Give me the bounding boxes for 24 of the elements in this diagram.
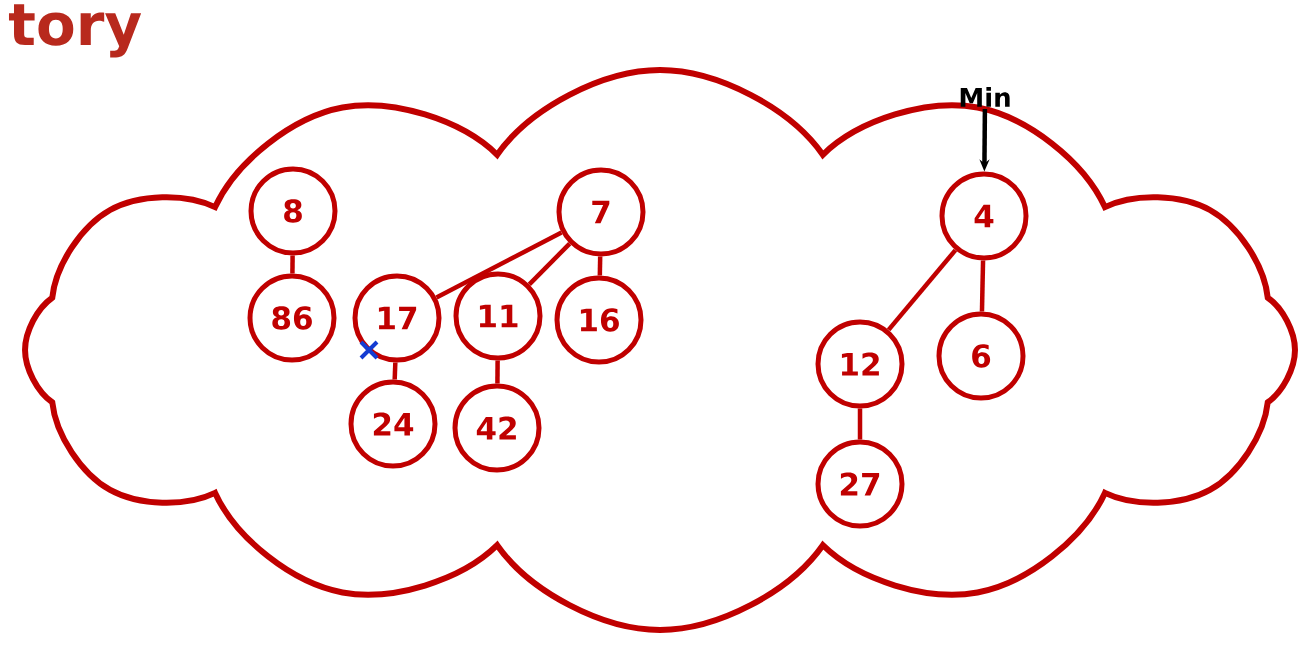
heap-node: 16	[554, 275, 644, 365]
tree-edge	[392, 362, 398, 380]
heap-node: 27	[815, 439, 905, 529]
heap-node: 86	[247, 273, 337, 363]
heap-node: 8	[248, 166, 338, 256]
heap-node: 4	[939, 171, 1029, 261]
title: tory	[9, 4, 142, 58]
heap-node: 7	[556, 167, 646, 257]
tree-edge	[527, 242, 572, 286]
tree-edge	[857, 408, 863, 440]
pointer-label: Min	[960, 87, 1010, 107]
heap-node: 24	[348, 379, 438, 469]
cloud-outline	[22, 67, 1298, 633]
tree-edge	[597, 256, 603, 276]
heap-node: 6	[936, 311, 1026, 401]
tree-edge	[290, 255, 295, 274]
tree-edge	[979, 260, 986, 312]
tree-edge	[495, 360, 500, 384]
tree-edge	[886, 248, 958, 332]
heap-node: 42	[452, 383, 542, 473]
tree-edge	[435, 230, 563, 300]
heap-node: 11	[453, 271, 543, 361]
heap-node: 17	[352, 273, 442, 363]
heap-node: 12	[815, 319, 905, 409]
